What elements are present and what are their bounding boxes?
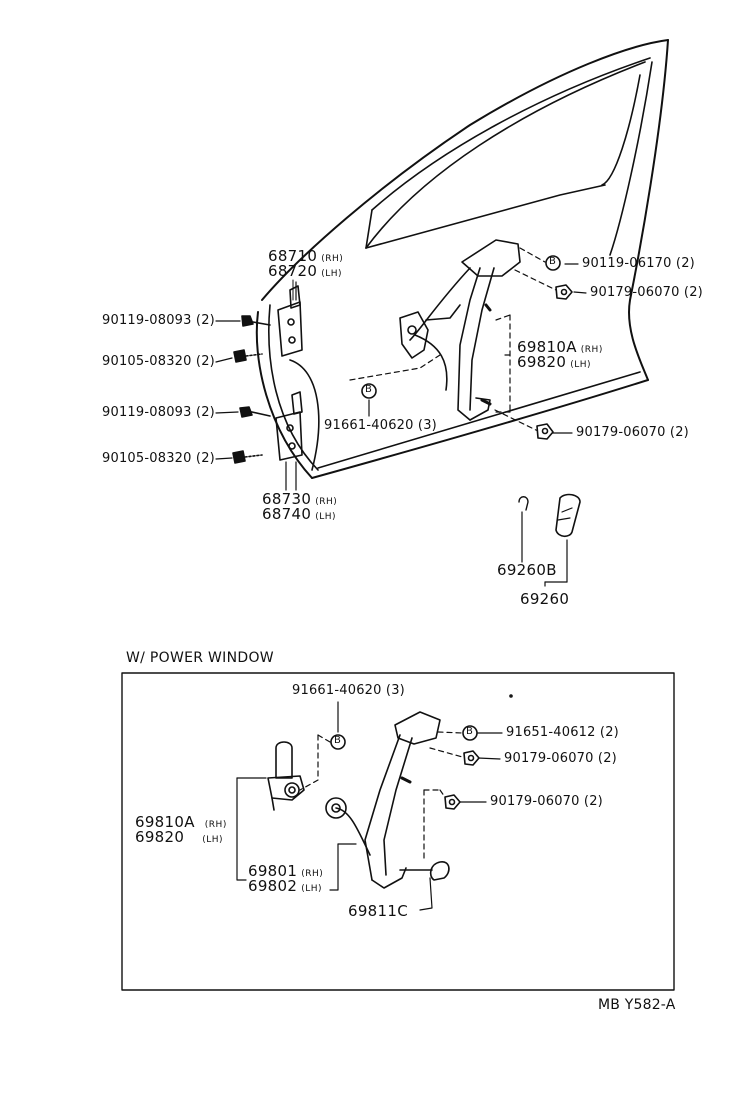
label-regulator-rh: 69810A(RH)	[517, 338, 603, 356]
power-window-frame	[121, 672, 675, 991]
label-bolt-2: 90105-08320 (2)	[102, 354, 215, 369]
power-markers	[330, 694, 513, 810]
label-regulator-lh: 69820(LH)	[517, 353, 592, 371]
window-handle-part	[518, 493, 581, 587]
label-bolt-top: 90119-06170 (2)	[582, 256, 695, 271]
label-power-regulator-rh: 69810A(RH)	[135, 813, 227, 831]
power-leaders	[236, 701, 503, 911]
label-motor-rh: 69801(RH)	[248, 862, 324, 880]
door-outline	[255, 39, 669, 479]
manual-regulator-part	[399, 239, 521, 421]
label-power-nut-2: 90179-06070 (2)	[490, 794, 603, 809]
label-nut-1: 90179-06070 (2)	[590, 285, 703, 300]
upper-leaders	[215, 263, 587, 491]
upper-dashed-leaders	[349, 247, 561, 433]
b-marker-letter: B	[549, 256, 557, 267]
label-hinge-top-rh: 68710(RH)	[268, 247, 344, 265]
b-marker-circle	[545, 255, 561, 271]
lower-hinge-part	[275, 391, 303, 461]
left-bolts	[232, 315, 271, 464]
b-marker-circle	[462, 725, 478, 741]
label-power-regulator-lh: 69820(LH)	[135, 828, 224, 846]
label-hinge-bottom-lh: 68740(LH)	[262, 505, 337, 523]
label-hinge-top-lh: 68720(LH)	[268, 262, 343, 280]
power-window-motor-part	[267, 741, 305, 811]
b-marker-letter: B	[334, 735, 342, 746]
label-handle: 69260	[520, 590, 570, 608]
label-power-clip: 91661-40620 (3)	[292, 683, 405, 698]
label-motor-lh: 69802(LH)	[248, 877, 323, 895]
upper-hinge-part	[277, 279, 303, 357]
label-handle-sub: 69260B	[497, 561, 557, 579]
section-title-power-window: W/ POWER WINDOW	[126, 650, 274, 666]
label-bolt-3: 90119-08093 (2)	[102, 405, 215, 420]
label-bolt-4: 90105-08320 (2)	[102, 451, 215, 466]
power-dashed-leaders	[299, 731, 467, 861]
label-power-nut-1: 90179-06070 (2)	[504, 751, 617, 766]
label-clip: 91661-40620 (3)	[324, 418, 437, 433]
label-bolt-1: 90119-08093 (2)	[102, 313, 215, 328]
power-regulator-part	[325, 711, 450, 889]
b-marker-circle	[330, 734, 346, 750]
label-arm: 69811C	[348, 902, 408, 920]
b-marker-letter: B	[466, 726, 474, 737]
diagram-code: MB Y582-A	[598, 997, 676, 1013]
label-power-bolt: 91651-40612 (2)	[506, 725, 619, 740]
b-marker-circle	[361, 383, 377, 399]
label-hinge-bottom-rh: 68730(RH)	[262, 490, 338, 508]
b-marker-letter: B	[365, 384, 373, 395]
upper-markers	[361, 255, 573, 440]
label-nut-2: 90179-06070 (2)	[576, 425, 689, 440]
